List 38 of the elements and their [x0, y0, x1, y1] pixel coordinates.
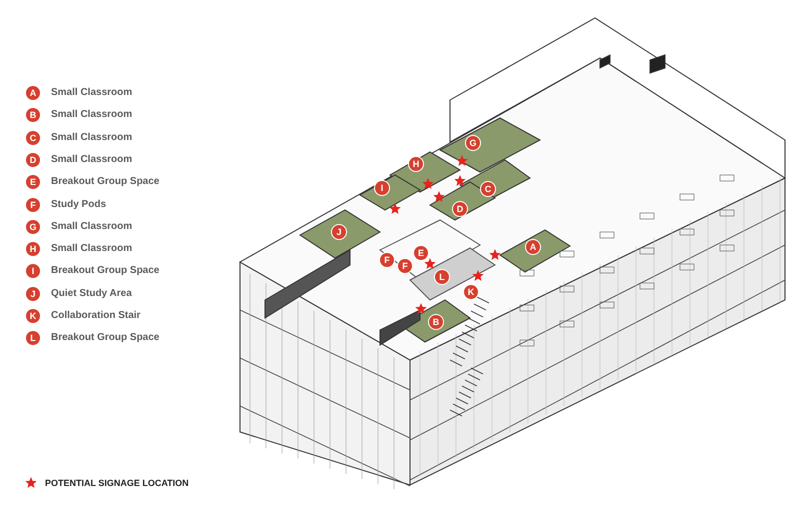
letter-marker: K	[464, 285, 478, 299]
letter-marker: D	[453, 202, 467, 216]
room-name: Small Classroom	[51, 130, 132, 145]
letter-marker: I	[375, 181, 389, 195]
room-name: Collaboration Stair	[51, 309, 140, 323]
room-name: Small Classroom	[51, 108, 132, 122]
letter-marker: A	[26, 86, 40, 100]
room-name: Quiet Study Area	[51, 286, 132, 301]
letter-marker: H	[409, 157, 423, 171]
letter-marker: D	[26, 152, 40, 167]
letter-marker: F	[398, 259, 412, 273]
room-name: Study Pods	[51, 198, 106, 212]
letter-marker: F	[380, 253, 394, 267]
room-name: Small Classroom	[51, 86, 132, 100]
letter-marker: H	[26, 242, 40, 256]
letter-marker: E	[26, 175, 40, 190]
letter-marker: A	[526, 240, 540, 254]
room-name: Breakout Group Space	[51, 175, 160, 190]
room-name: Breakout Group Space	[51, 331, 160, 346]
letter-marker: E	[414, 246, 428, 260]
letter-marker: C	[26, 130, 40, 145]
letter-marker: L	[26, 331, 40, 346]
room-name: Small Classroom	[51, 220, 132, 234]
letter-marker: G	[466, 136, 480, 150]
letter-marker: B	[26, 108, 40, 122]
letter-marker: C	[481, 182, 495, 196]
letter-marker: L	[435, 270, 449, 284]
room-name: Small Classroom	[51, 152, 132, 167]
letter-marker: I	[26, 264, 40, 278]
letter-marker: G	[26, 220, 40, 234]
legend-text: POTENTIAL SIGNAGE LOCATION	[45, 477, 189, 489]
letter-marker: F	[26, 198, 40, 212]
letter-marker: J	[332, 225, 346, 239]
letter-marker: B	[429, 315, 443, 329]
room-name: Small Classroom	[51, 242, 132, 256]
letter-marker: J	[26, 286, 40, 301]
letter-marker: K	[26, 309, 40, 323]
room-name: Breakout Group Space	[51, 264, 160, 278]
